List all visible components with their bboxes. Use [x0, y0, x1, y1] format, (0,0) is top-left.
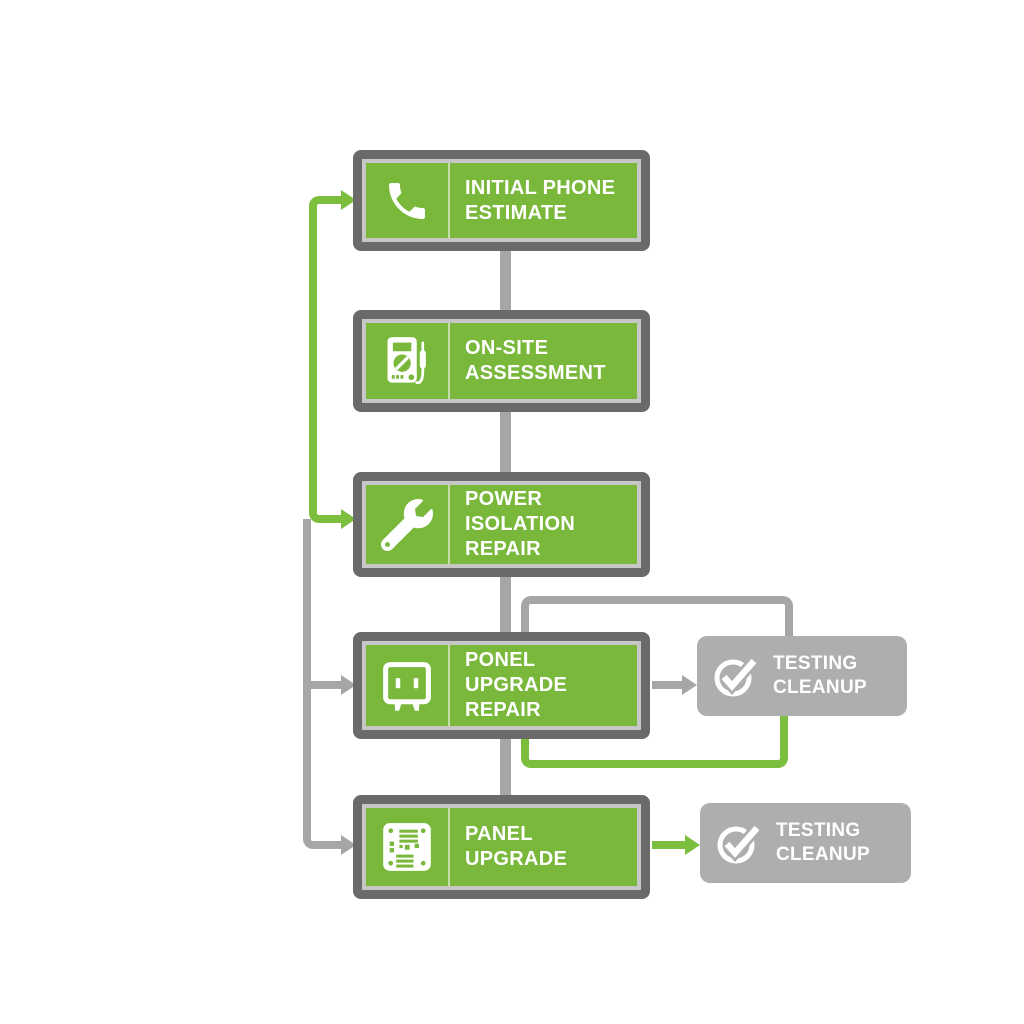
node-label: PONEL UPGRADE REPAIR [450, 645, 637, 726]
connector-loop-green-right [640, 716, 788, 768]
connector-box5-testing2 [652, 841, 687, 849]
node-testing-cleanup-2: TESTING CLEANUP [700, 803, 911, 883]
connector-left-rail-gray [303, 519, 347, 849]
connector-loop-gray-top [521, 596, 793, 636]
circuit-board-icon [366, 808, 450, 886]
phone-icon [366, 163, 450, 238]
node-label-line: POWER ISOLATION [465, 488, 576, 535]
electrical-panel-icon [366, 645, 450, 726]
connector-box2-box3 [500, 412, 511, 475]
node-label-line: REPAIR [465, 538, 541, 560]
node-label-line: CLEANUP [776, 844, 870, 865]
node-label-line: PONEL UPGRADE [465, 649, 568, 696]
arrowhead-into-testing2 [685, 835, 700, 855]
arrowhead-into-box5 [341, 835, 356, 855]
node-label: TESTING CLEANUP [776, 819, 870, 867]
multimeter-icon [366, 323, 450, 399]
node-label-line: TESTING [773, 653, 858, 674]
arrowhead-into-box3 [341, 509, 356, 529]
node-label-line: INITIAL PHONE [465, 176, 616, 199]
connector-loop-green-left [521, 739, 651, 768]
node-ponel-upgrade-repair: PONEL UPGRADE REPAIR [353, 632, 650, 739]
check-circle-icon [700, 817, 776, 869]
node-label: TESTING CLEANUP [773, 652, 867, 700]
node-label-line: ON-SITE [465, 337, 549, 359]
connector-left-rail-green [309, 196, 347, 523]
node-on-site-assessment: ON-SITE ASSESSMENT [353, 310, 650, 412]
node-label: INITIAL PHONE ESTIMATE [450, 163, 637, 238]
connector-box4-testing1 [652, 681, 684, 689]
node-label-line: REPAIR [465, 699, 541, 721]
wrench-icon [366, 485, 450, 564]
node-power-isolation-repair: POWER ISOLATION REPAIR [353, 472, 650, 577]
node-testing-cleanup-1: TESTING CLEANUP [697, 636, 907, 716]
node-initial-phone-estimate: INITIAL PHONE ESTIMATE [353, 150, 650, 251]
connector-box4-box5 [500, 739, 511, 798]
arrowhead-into-box1 [341, 190, 356, 210]
node-panel-upgrade: PANEL UPGRADE [353, 795, 650, 899]
connector-box3-box4 [500, 577, 511, 635]
node-label-line: ASSESSMENT [465, 362, 606, 384]
node-label: ON-SITE ASSESSMENT [450, 323, 637, 399]
node-label: PANEL UPGRADE [450, 808, 637, 886]
arrowhead-into-box4 [341, 675, 356, 695]
node-label-line: PANEL [465, 823, 533, 845]
connector-rail-branch-box4 [311, 681, 343, 689]
node-label-line: ESTIMATE [465, 201, 568, 224]
arrowhead-into-testing1 [682, 675, 697, 695]
connector-box1-box2 [500, 251, 511, 313]
check-circle-icon [697, 650, 773, 702]
node-label: POWER ISOLATION REPAIR [450, 485, 637, 564]
node-label-line: UPGRADE [465, 848, 568, 870]
node-label-line: CLEANUP [773, 677, 867, 698]
node-label-line: TESTING [776, 820, 861, 841]
